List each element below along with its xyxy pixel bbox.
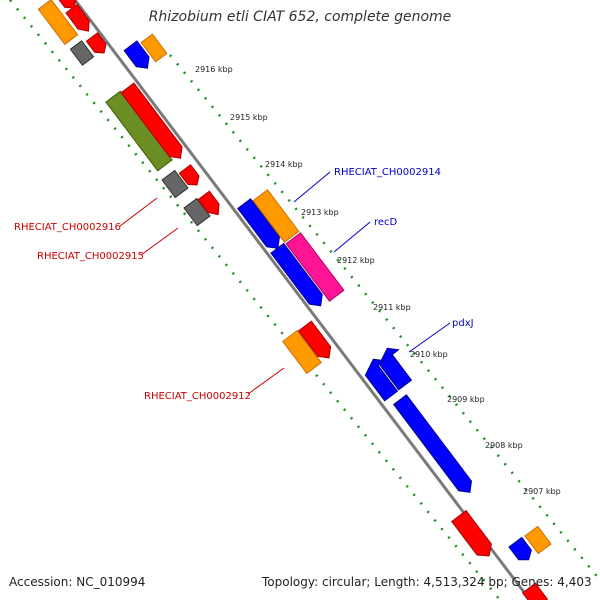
- gene-feature[interactable]: [393, 394, 477, 497]
- gene-feature[interactable]: [197, 190, 224, 219]
- gene-feature[interactable]: [270, 242, 327, 310]
- tick-label: 2916 kbp: [195, 65, 233, 74]
- gene-feature[interactable]: [285, 232, 345, 302]
- tick-label: 2907 kbp: [523, 487, 561, 496]
- gene-feature[interactable]: [178, 164, 202, 189]
- gene-feature[interactable]: [252, 189, 300, 243]
- gene-label[interactable]: RHECIAT_CH0002914: [334, 167, 441, 178]
- label-leaders: [119, 171, 451, 395]
- gene-label[interactable]: pdxJ: [452, 318, 474, 329]
- gene-label[interactable]: RHECIAT_CH0002916: [14, 222, 121, 233]
- tick-label: 2908 kbp: [485, 441, 523, 450]
- gene-feature[interactable]: [85, 32, 109, 57]
- gene-feature[interactable]: [508, 536, 535, 564]
- tick-label: 2909 kbp: [447, 395, 485, 404]
- gene-feature[interactable]: [521, 582, 549, 600]
- tick-label: 2910 kbp: [410, 350, 448, 359]
- outer-dotted-track: [169, 54, 600, 581]
- gene-label[interactable]: RHECIAT_CH0002912: [144, 391, 251, 402]
- genome-summary-text: Topology: circular; Length: 4,513,324 bp…: [262, 575, 592, 589]
- gene-feature[interactable]: [161, 169, 189, 199]
- map-title: Rhizobium etli CIAT 652, complete genome: [148, 9, 452, 25]
- tick-label: 2914 kbp: [265, 160, 303, 169]
- gene-feature[interactable]: [237, 198, 284, 253]
- gene-label[interactable]: recD: [374, 217, 398, 228]
- gene-feature[interactable]: [123, 40, 154, 73]
- gene-feature[interactable]: [55, 0, 79, 12]
- tick-labels: 2916 kbp 2915 kbp 2914 kbp 2913 kbp 2912…: [195, 65, 561, 496]
- gene-feature[interactable]: [37, 0, 79, 46]
- gene-feature[interactable]: [65, 3, 94, 36]
- tick-label: 2913 kbp: [301, 208, 339, 217]
- inner-dotted-track: [9, 0, 501, 600]
- tick-label: 2912 kbp: [337, 256, 375, 265]
- gene-features: [37, 0, 552, 600]
- gene-feature[interactable]: [140, 33, 168, 63]
- gene-feature[interactable]: [297, 320, 336, 363]
- gene-feature[interactable]: [451, 509, 496, 562]
- accession-text: Accession: NC_010994: [9, 575, 146, 589]
- gene-labels: RHECIAT_CH0002914 recD pdxJ RHECIAT_CH00…: [14, 167, 474, 402]
- gene-feature[interactable]: [361, 354, 404, 402]
- gene-feature[interactable]: [69, 40, 95, 66]
- gene-feature[interactable]: [282, 329, 322, 375]
- genome-backbone: [73, 0, 532, 600]
- tick-label: 2911 kbp: [373, 303, 411, 312]
- tick-label: 2915 kbp: [230, 113, 268, 122]
- gene-feature[interactable]: [524, 525, 552, 555]
- gene-label[interactable]: RHECIAT_CH0002915: [37, 251, 144, 262]
- gene-feature[interactable]: [120, 82, 187, 163]
